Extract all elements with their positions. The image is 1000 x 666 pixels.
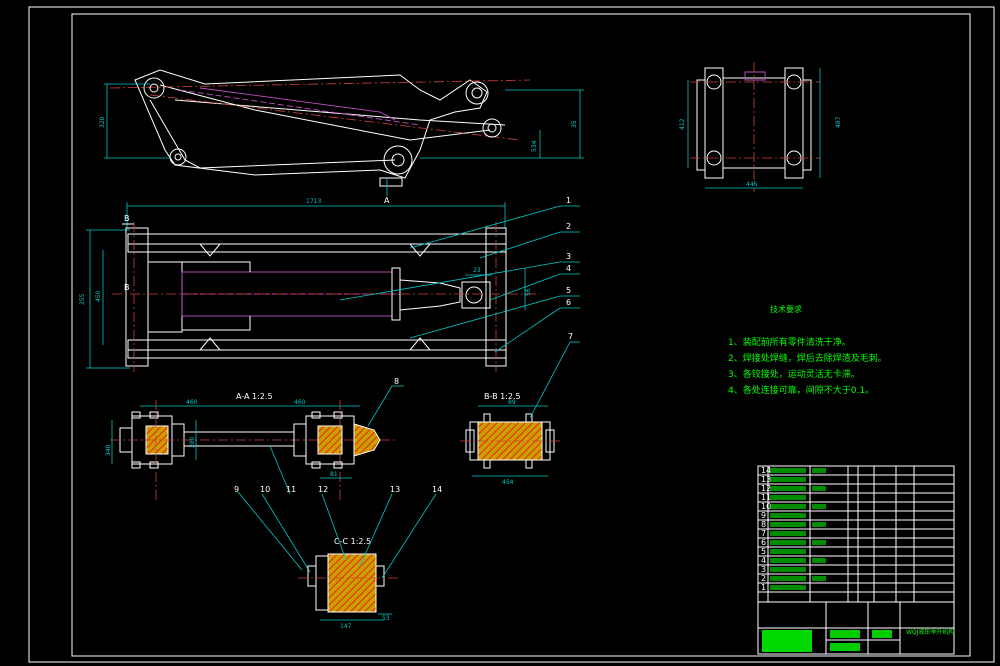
bom-name-cell (812, 504, 826, 509)
svg-text:2: 2 (566, 222, 571, 231)
bom-code-cell (770, 540, 806, 545)
elevation-dims: 320 35 534 A (99, 83, 584, 205)
plan-callouts: 1 2 3 4 5 6 (339, 196, 580, 353)
svg-text:255: 255 (79, 293, 86, 305)
svg-text:8: 8 (394, 377, 399, 386)
bom-code-cell (770, 549, 806, 554)
bom-code-cell (770, 504, 806, 509)
outer-frame (28, 6, 995, 663)
svg-text:7: 7 (568, 332, 573, 341)
svg-text:5: 5 (566, 286, 571, 295)
svg-text:9: 9 (234, 485, 239, 494)
notes-title: 技术要求 (770, 304, 802, 314)
svg-text:A: A (384, 196, 390, 205)
svg-text:81: 81 (330, 471, 338, 478)
svg-text:3: 3 (566, 252, 571, 261)
note-3: 3、各铰接处，运动灵活无卡滞。 (728, 368, 860, 380)
bom-code-cell (770, 558, 806, 563)
svg-text:460: 460 (186, 399, 198, 406)
svg-text:53: 53 (382, 615, 390, 622)
bom-name-cell (812, 540, 826, 545)
bom-code-cell (770, 495, 806, 500)
section-bb: B-B 1:2.5 89 454 7 (460, 332, 580, 486)
elevation-view: 320 35 534 A (99, 69, 584, 205)
bom-name-cell (812, 468, 826, 473)
bom-code-cell (770, 567, 806, 572)
bom-code-cell (770, 477, 806, 482)
svg-text:340: 340 (105, 444, 112, 456)
bom-row-number: 12 (761, 484, 771, 493)
svg-text:6: 6 (566, 298, 571, 307)
svg-text:14: 14 (432, 485, 442, 494)
svg-text:4: 4 (566, 264, 571, 273)
section-cc: C-C 1:2.5 147 53 12 13 14 (298, 485, 442, 630)
bom-code-cell (770, 585, 806, 590)
bom-row-number: 6 (761, 538, 766, 547)
svg-text:454: 454 (502, 479, 514, 486)
bom-row-number: 4 (761, 556, 766, 565)
svg-text:1713: 1713 (306, 198, 321, 205)
bom-row-number: 13 (761, 475, 771, 484)
note-4: 4、各处连接可靠，间隙不大于0.1。 (728, 384, 874, 396)
bom-row-number: 7 (761, 529, 766, 538)
bom-row-number: 9 (761, 511, 766, 520)
svg-text:12: 12 (318, 485, 328, 494)
bom-code-cell (770, 486, 806, 491)
svg-text:B: B (124, 283, 130, 292)
svg-text:445: 445 (746, 181, 758, 188)
svg-text:280: 280 (189, 436, 196, 448)
title-block: WQJ液压举升机构 (757, 601, 955, 655)
note-1: 1、装配前所有零件清洗干净。 (728, 336, 851, 348)
svg-text:89: 89 (508, 399, 516, 406)
svg-text:460: 460 (294, 399, 306, 406)
svg-text:1: 1 (566, 196, 571, 205)
svg-text:534: 534 (531, 140, 538, 152)
svg-text:56: 56 (525, 288, 532, 296)
bom-row-number: 1 (761, 583, 766, 592)
bom-code-cell (770, 513, 806, 518)
bom-code-cell (770, 576, 806, 581)
svg-text:487: 487 (835, 116, 842, 128)
svg-text:11: 11 (286, 485, 296, 494)
plan-view: 1713 255 450 B B (79, 196, 580, 372)
technical-notes: 技术要求 1、装配前所有零件清洗干净。 2、焊接处焊缝，焊后去除焊渣及毛刺。 3… (728, 304, 887, 396)
bom-code-cell (770, 531, 806, 536)
bom-row-number: 2 (761, 574, 766, 583)
svg-text:412: 412 (679, 118, 686, 130)
bom-row-number: 11 (761, 493, 771, 502)
svg-text:320: 320 (99, 116, 106, 128)
bom-name-cell (812, 522, 826, 527)
note-2: 2、焊接处焊缝，焊后去除焊渣及毛刺。 (728, 352, 887, 364)
svg-text:B: B (124, 214, 130, 223)
drawing-title: WQJ液压举升机构 (906, 628, 954, 636)
bom-row-number: 14 (761, 466, 771, 475)
svg-text:B-B 1:2.5: B-B 1:2.5 (484, 392, 521, 401)
svg-text:13: 13 (390, 485, 400, 494)
svg-text:35: 35 (571, 120, 578, 128)
bom-row-number: 8 (761, 520, 766, 529)
bom-name-cell (812, 558, 826, 563)
bom-name-cell (812, 486, 826, 491)
svg-text:147: 147 (340, 623, 352, 630)
side-view: 412 487 445 (679, 62, 842, 192)
svg-text:C-C 1:2.5: C-C 1:2.5 (334, 537, 371, 546)
bom-name-cell (812, 576, 826, 581)
section-aa: A-A 1:2.5 460 460 340 280 81 (105, 377, 404, 573)
svg-text:A-A 1:2.5: A-A 1:2.5 (236, 392, 273, 401)
bom-code-cell (770, 522, 806, 527)
bom-code-cell (770, 468, 806, 473)
bom-row-number: 5 (761, 547, 766, 556)
svg-text:10: 10 (260, 485, 270, 494)
inner-frame (71, 13, 971, 657)
svg-text:450: 450 (95, 290, 102, 302)
bom-row-number: 3 (761, 565, 766, 574)
svg-text:23: 23 (473, 267, 481, 274)
bom-row-number: 10 (761, 502, 771, 511)
